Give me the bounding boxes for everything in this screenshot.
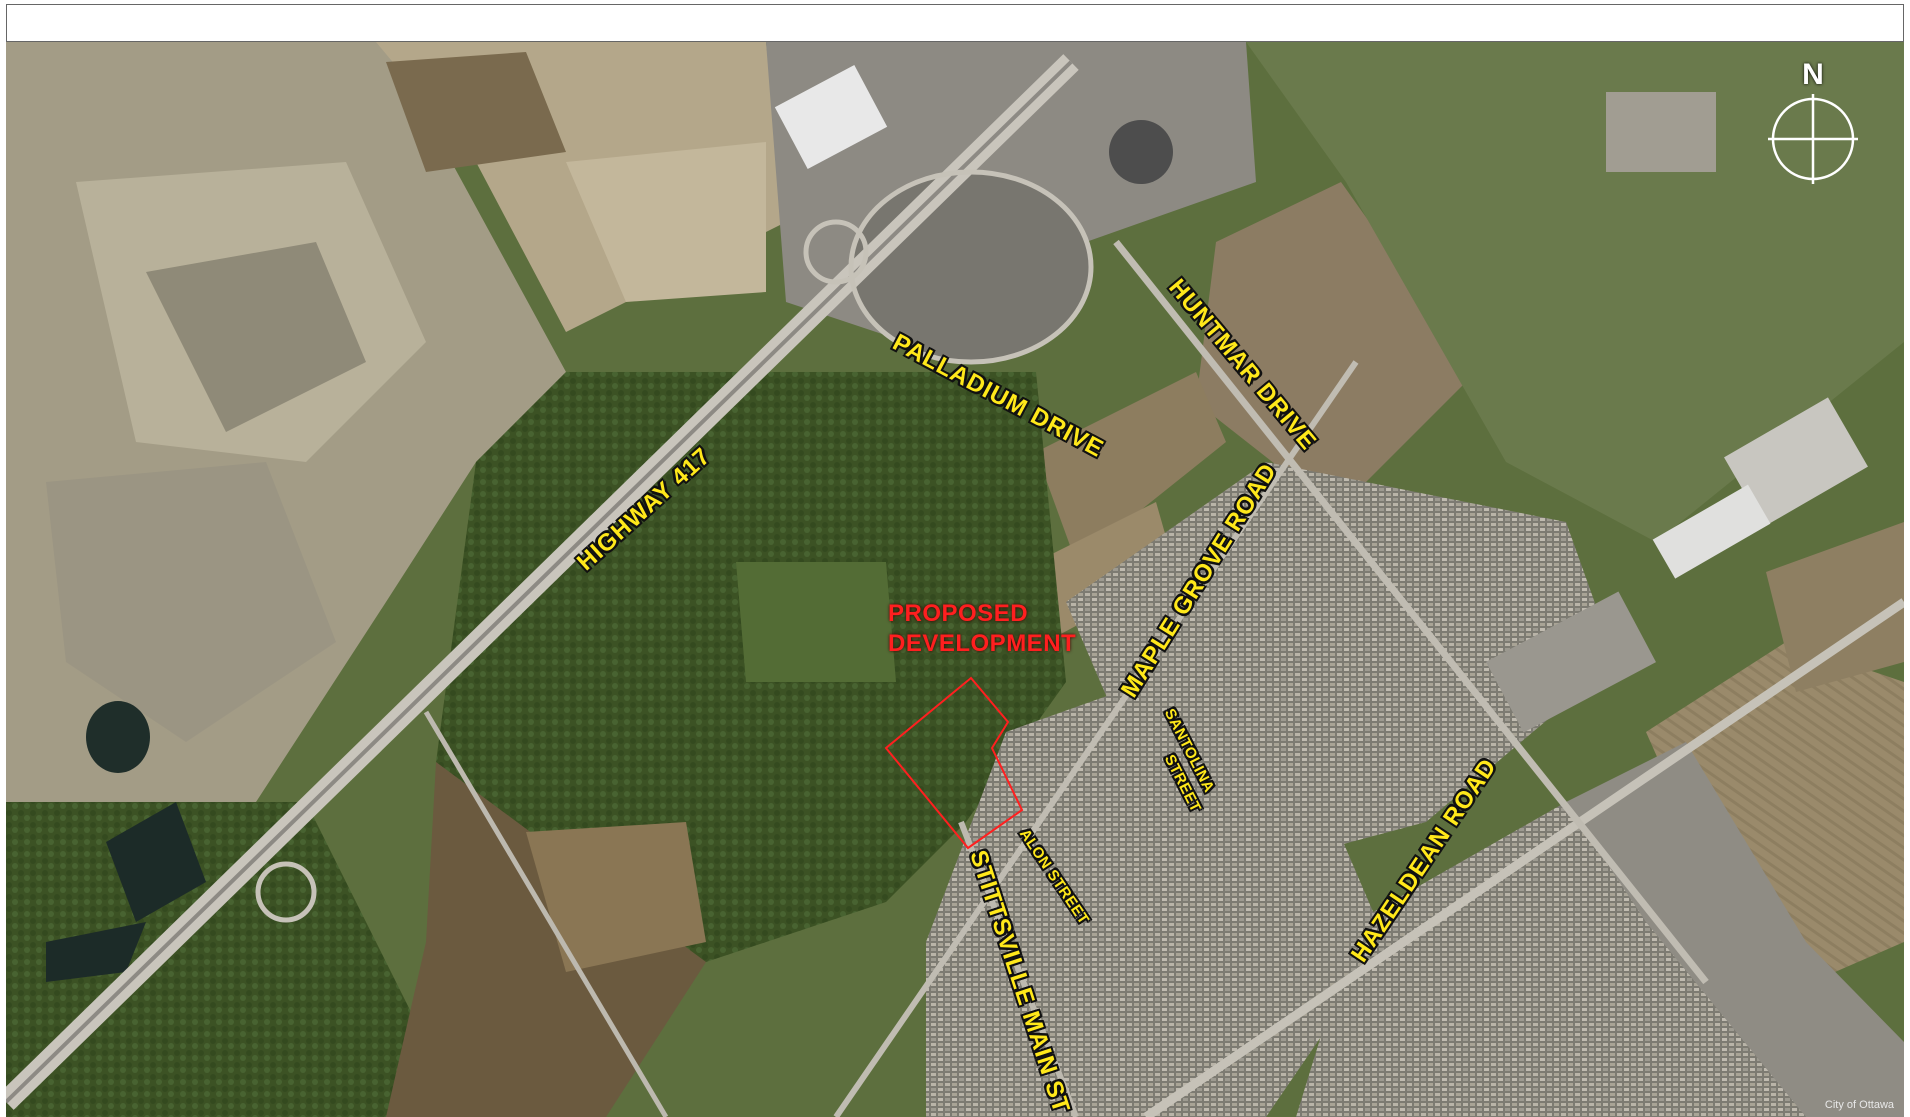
proposed-development-label: PROPOSED DEVELOPMENT xyxy=(888,599,1076,659)
compass-icon xyxy=(1768,94,1858,184)
top-header-bar xyxy=(6,4,1904,42)
north-label: N xyxy=(1802,58,1824,91)
development-label-line2: DEVELOPMENT xyxy=(888,630,1077,657)
map-credit: City of Ottawa xyxy=(1824,1099,1894,1111)
development-label-line1: PROPOSED xyxy=(888,600,1029,627)
north-arrow: N xyxy=(1764,58,1862,188)
development-boundary xyxy=(884,676,1024,850)
aerial-imagery xyxy=(6,42,1904,1117)
aerial-map[interactable]: HIGHWAY 417 PALLADIUM DRIVE HUNTMAR DRIV… xyxy=(6,42,1904,1117)
